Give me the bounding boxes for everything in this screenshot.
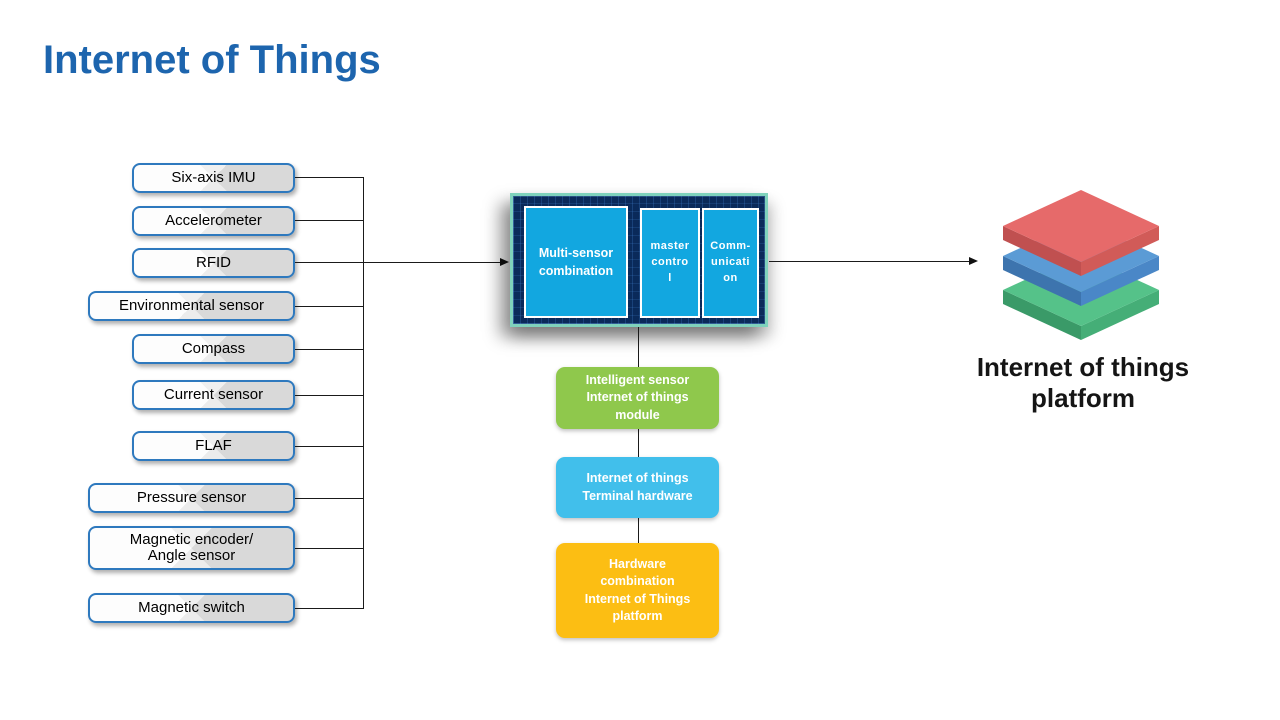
sensor-magnetic-encoder: Magnetic encoder/ Angle sensor	[88, 526, 295, 570]
iot-chip-graphic: Multi-sensor combination master contro l…	[510, 193, 768, 327]
sensor-accelerometer: Accelerometer	[132, 206, 295, 236]
arrow-line-to-chip	[295, 262, 502, 264]
chip-communication-module: Comm- unicati on	[702, 208, 759, 318]
connector-line	[295, 306, 363, 308]
arrow-head-icon	[969, 257, 978, 265]
connector-line	[295, 548, 363, 550]
sensor-current: Current sensor	[132, 380, 295, 410]
sensor-flaf: FLAF	[132, 431, 295, 461]
connector-line	[295, 177, 363, 179]
flow-box-sensor-module: Intelligent sensor Internet of things mo…	[556, 367, 719, 429]
connector-line	[295, 608, 363, 610]
sensor-environmental: Environmental sensor	[88, 291, 295, 321]
slide-title: Internet of Things	[43, 38, 381, 82]
platform-layer-red	[1003, 190, 1159, 276]
sensor-magnetic-switch: Magnetic switch	[88, 593, 295, 623]
connector-line	[295, 395, 363, 397]
platform-label: Internet of things platform	[976, 352, 1190, 414]
sensor-rfid: RFID	[132, 248, 295, 278]
connector-line	[295, 349, 363, 351]
arrow-line-to-platform	[769, 261, 971, 263]
chip-master-control-module: master contro l	[640, 208, 700, 318]
flow-connector	[638, 429, 640, 457]
connector-line	[295, 220, 363, 222]
connector-line	[295, 446, 363, 448]
flow-box-terminal-hardware: Internet of things Terminal hardware	[556, 457, 719, 518]
flow-connector	[638, 518, 640, 543]
sensor-six-axis-imu: Six-axis IMU	[132, 163, 295, 193]
sensor-compass: Compass	[132, 334, 295, 364]
flow-box-hardware-platform: Hardware combination Internet of Things …	[556, 543, 719, 638]
arrow-head-icon	[500, 258, 509, 266]
chip-multi-sensor-module: Multi-sensor combination	[524, 206, 628, 318]
connector-line	[295, 498, 363, 500]
sensor-pressure: Pressure sensor	[88, 483, 295, 513]
flow-connector	[638, 327, 640, 367]
platform-layers-icon	[1003, 190, 1159, 340]
bus-line	[363, 177, 365, 609]
